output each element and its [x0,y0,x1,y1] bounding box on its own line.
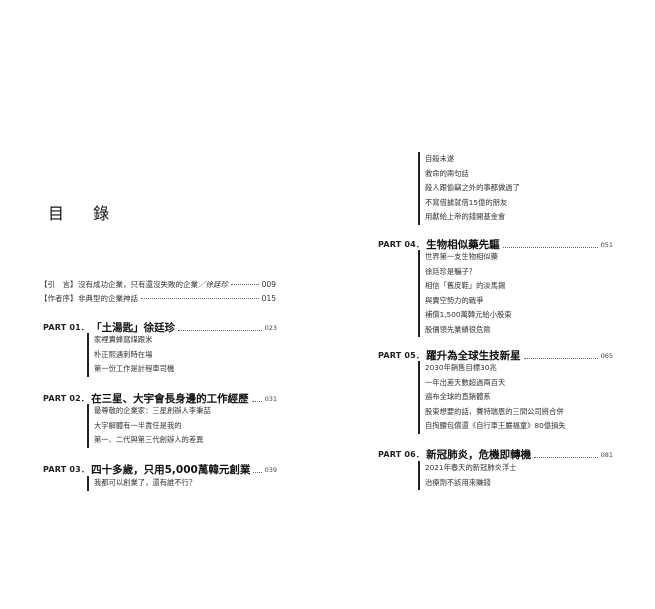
subsection: 家裡賣蜂窩煤跟米 [94,335,153,344]
subsection: 一年出差天數超過兩百天 [425,377,506,387]
subsection: 2030年銷售目標30兆 [425,363,497,372]
part-label: PART 06． [378,450,425,459]
subsection: 大宇解體有一半責任是我的 [94,420,182,430]
subsection: 第一、二代與第三代創辦人的差異 [94,435,204,444]
dot-leader [178,330,262,331]
entry-title: 非典型的企業神話 [78,294,138,303]
part-page: 051 [600,240,613,249]
entry-page: 015 [261,294,276,303]
part-title: 四十多歲，只用5,000萬韓元創業 [91,464,251,476]
entry-author: ／徐廷珍 [198,280,228,289]
part-label: PART 02． [43,394,90,403]
subsection: 補償1,500萬韓元給小股東 [425,310,512,319]
part-03-heading[interactable]: PART 03． 四十多歲，只用5,000萬韓元創業 039 [43,462,277,477]
subsection: 用獻給上帝的錢開基金會 [425,212,506,221]
entry-tag: 【引 言】 [40,280,78,289]
subsection: 殺人跟偷竊之外的事都做過了 [425,183,520,192]
subsection: 股東想要的話，賽特瑞恩的三間公司將合併 [425,406,564,416]
part-01-subsections: 家裡賣蜂窩煤跟米 朴正熙遇刺時在場 第一份工作是計程車司機 [87,333,174,377]
part-page: 081 [600,450,613,459]
dot-leader [141,298,259,299]
subsection: 治療劑不該用來賺錢 [425,477,491,487]
subsection: 不寫借據就借15億的朋友 [425,197,508,207]
part-page: 065 [600,351,613,360]
dot-leader [523,358,598,359]
part-01-heading[interactable]: PART 01． 「土湯匙」徐廷珍 023 [43,320,277,335]
part-label: PART 01． [43,323,90,332]
toc-entry-preface[interactable]: 【引 言】 沒有成功企業，只有還沒失敗的企業 ／徐廷珍 009 [40,279,276,290]
subsection: 世界第一支生物相似藥 [425,252,498,261]
entry-title: 沒有成功企業，只有還沒失敗的企業 [78,280,198,289]
subsection: 股價領先業績很危險 [425,324,491,334]
subsection: 朴正熙遇刺時在場 [94,349,153,359]
subsection: 救命的兩句話 [425,168,469,178]
subsection: 與賣空勢力的戰爭 [425,295,484,305]
part-label: PART 03． [43,465,90,474]
part-title: 生物相似藥先驅 [426,239,500,251]
subsection: 相信「舊皮鞋」的淡馬錫 [425,281,506,290]
part-02-heading[interactable]: PART 02． 在三星、大宇會長身邊的工作經歷 031 [43,391,277,406]
part-title: 「土湯匙」徐廷珍 [91,322,176,334]
part-label: PART 05． [378,351,425,360]
dot-leader [502,247,598,248]
toc-title: 目 錄 [48,204,122,223]
subsection: 第一份工作是計程車司機 [94,364,175,373]
part-06-heading[interactable]: PART 06． 新冠肺炎，危機即轉機 081 [378,447,613,462]
subsection: 自掏腰包償還《自行車王嚴福童》80億損失 [425,421,566,430]
part-title: 新冠肺炎，危機即轉機 [426,449,532,461]
part-page: 039 [264,465,277,474]
part-03-subsections-continued: 自殺未遂 救命的兩句話 殺人跟偷竊之外的事都做過了 不寫借據就借15億的朋友 用… [418,152,520,225]
subsection: 我都可以創業了，還有誰不行？ [94,478,197,487]
part-05-heading[interactable]: PART 05． 躍升為全球生技新星 065 [378,348,613,363]
subsection: 最尊敬的企業家：三星創辦人李秉喆 [94,406,211,415]
part-page: 031 [264,394,277,403]
entry-tag: 【作者序】 [40,294,78,303]
subsection: 徐廷珍是騙子？ [425,266,477,276]
toc-entry-author-preface[interactable]: 【作者序】 非典型的企業神話 015 [40,293,276,304]
dot-leader [231,284,259,285]
part-06-subsections: 2021年春天的新冠肺炎浮士 治療劑不該用來賺錢 [418,461,517,490]
dot-leader [251,401,262,402]
part-02-subsections: 最尊敬的企業家：三星創辦人李秉喆 大宇解體有一半責任是我的 第一、二代與第三代創… [87,404,211,448]
part-title: 躍升為全球生技新星 [426,350,521,362]
part-04-heading[interactable]: PART 04． 生物相似藥先驅 051 [378,237,613,252]
subsection: 遍布全球的直銷體系 [425,392,491,401]
dot-leader [253,472,262,473]
subsection: 自殺未遂 [425,154,455,163]
part-title: 在三星、大宇會長身邊的工作經歷 [91,393,249,405]
part-05-subsections: 2030年銷售目標30兆 一年出差天數超過兩百天 遍布全球的直銷體系 股東想要的… [418,361,566,434]
entry-page: 009 [261,280,276,289]
part-04-subsections: 世界第一支生物相似藥 徐廷珍是騙子？ 相信「舊皮鞋」的淡馬錫 與賣空勢力的戰爭 … [418,250,512,337]
part-03-subsections: 我都可以創業了，還有誰不行？ [87,476,196,491]
dot-leader [534,457,598,458]
part-page: 023 [264,323,277,332]
part-label: PART 04． [378,240,425,249]
subsection: 2021年春天的新冠肺炎浮士 [425,463,517,472]
